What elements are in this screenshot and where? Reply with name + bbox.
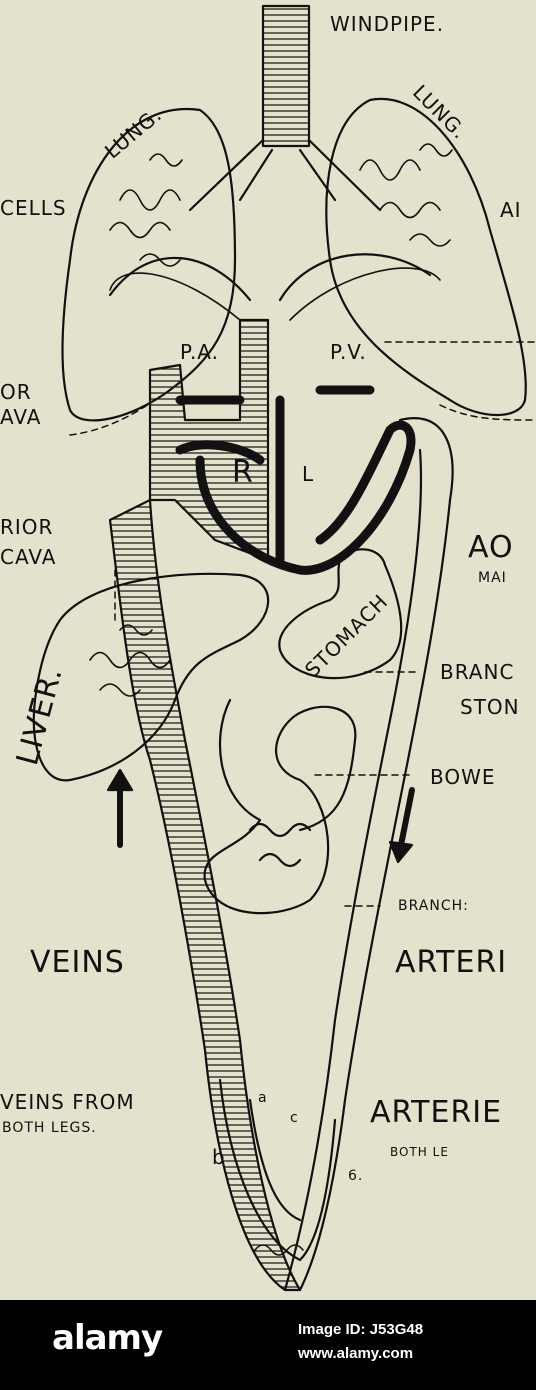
label-aorta-2: MAI xyxy=(478,570,507,586)
label-b-right: 6. xyxy=(348,1168,364,1184)
label-b-left: b xyxy=(212,1145,226,1169)
vena-cava xyxy=(148,318,270,562)
label-arteries-legs-1: ARTERIE xyxy=(370,1095,503,1130)
label-left-heart: L xyxy=(302,462,315,486)
label-right-heart: R xyxy=(232,455,254,490)
label-windpipe: WINDPIPE. xyxy=(330,12,445,36)
aorta xyxy=(283,417,454,1292)
label-superior-cava-1: OR xyxy=(0,380,32,404)
label-arteries-legs-2: BOTH LE xyxy=(390,1145,449,1159)
down-arrow xyxy=(397,787,415,853)
left-lung xyxy=(61,107,237,422)
bowels xyxy=(203,698,357,915)
label-a: a xyxy=(258,1090,268,1106)
watermark-footer xyxy=(0,1300,536,1390)
label-branch-stomach-1: BRANC xyxy=(440,660,515,684)
label-superior-cava-2: AVA xyxy=(0,405,42,429)
alamy-logo: alamy xyxy=(52,1318,163,1358)
image-id-text: Image ID: J53G48 xyxy=(298,1321,424,1338)
label-c: c xyxy=(290,1110,299,1126)
label-arteries: ARTERI xyxy=(395,945,508,980)
windpipe xyxy=(188,4,382,212)
label-air: AI xyxy=(500,198,522,222)
site-url-text: www.alamy.com xyxy=(298,1345,414,1362)
label-bowel: BOWE xyxy=(430,765,496,789)
inferior-cava xyxy=(108,498,302,1292)
label-pa: P.A. xyxy=(180,340,219,364)
circulation-drawing xyxy=(32,4,536,1292)
label-veins-legs-2: BOTH LEGS. xyxy=(2,1120,97,1136)
right-lung xyxy=(325,97,527,417)
leg-loops xyxy=(218,1078,337,1262)
label-veins: VEINS xyxy=(30,945,125,980)
label-pv: P.V. xyxy=(330,340,367,364)
label-inferior-cava-1: RIOR xyxy=(0,515,54,539)
label-cells: CELLS xyxy=(0,196,67,220)
label-aorta-1: AO xyxy=(468,530,514,565)
diagram-plate: WINDPIPE. LUNG. LUNG. CELLS AI P.A. P.V.… xyxy=(0,0,536,1300)
stomach xyxy=(278,548,403,680)
label-veins-legs-1: VEINS FROM xyxy=(0,1090,135,1114)
label-branch-stomach-2: STON xyxy=(460,695,520,719)
liver xyxy=(32,572,270,782)
label-inferior-cava-2: CAVA xyxy=(0,545,57,569)
label-branch: BRANCH: xyxy=(398,898,469,914)
